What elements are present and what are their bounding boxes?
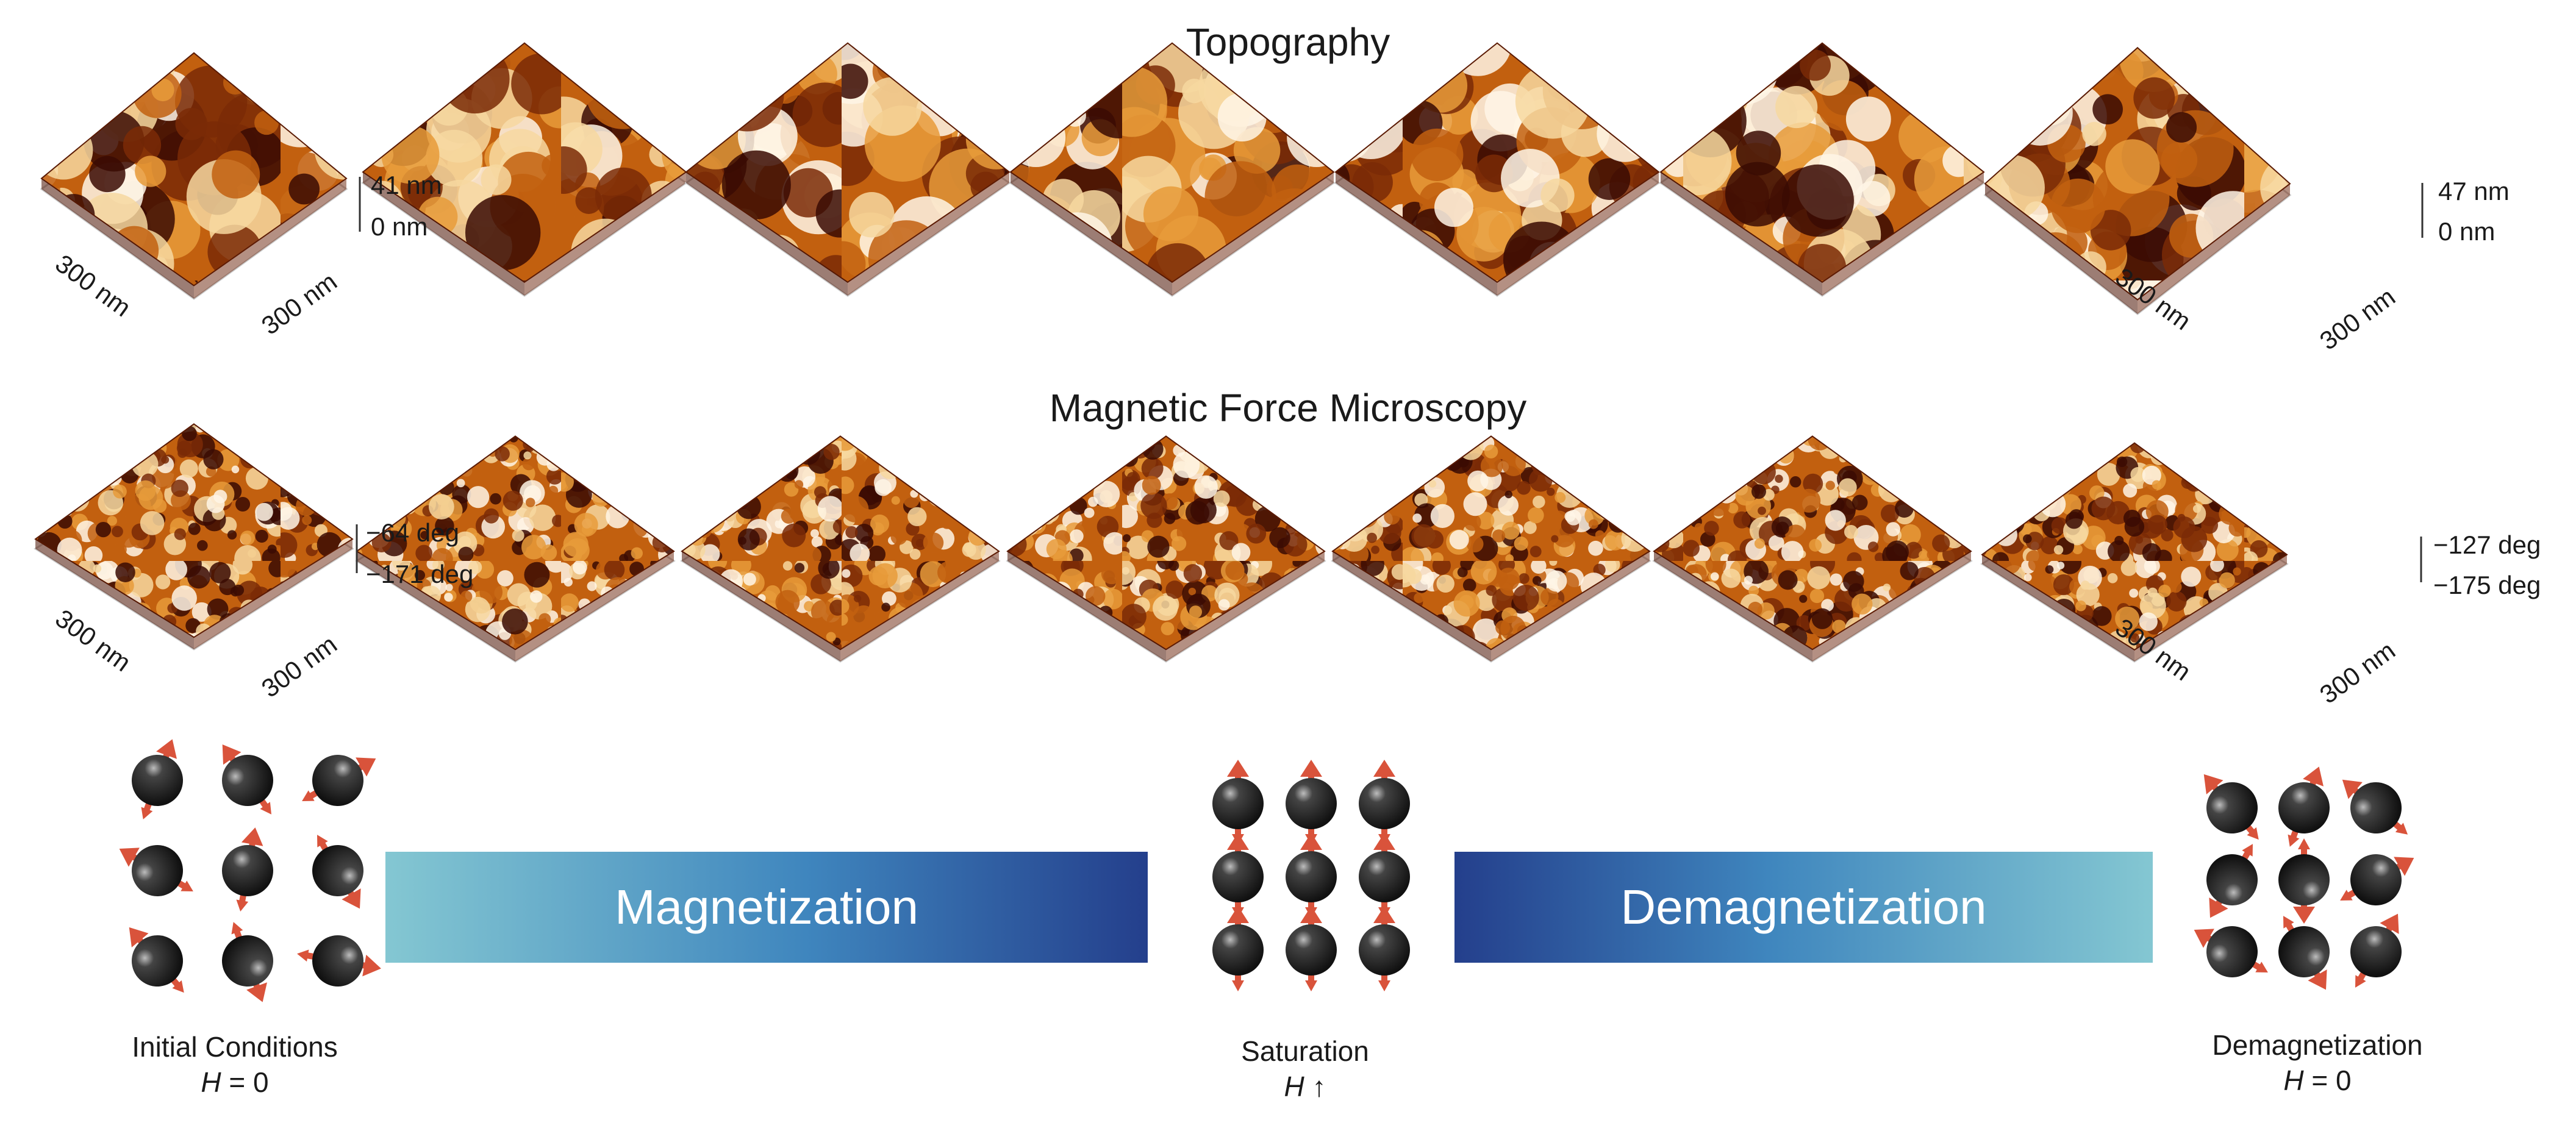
topo-left-max-label: 41 nm: [371, 171, 442, 199]
initial-conditions-caption: Initial Conditions H = 0: [76, 1029, 393, 1100]
demagnetization-label: Demagnetization: [1620, 880, 1987, 934]
spin-1-5: [222, 827, 273, 912]
mfm-panel-1: [34, 423, 354, 651]
spin-3-7: [2194, 926, 2268, 977]
saturation-field-condition: H ↑: [1284, 1071, 1326, 1102]
spin-1-9: [297, 935, 381, 987]
spin-1-4: [119, 845, 193, 896]
spin-2-9: [1359, 906, 1410, 991]
topography-panel-5: [1334, 42, 1661, 297]
mfm-right-max-label: −127 deg: [2433, 530, 2541, 559]
mfm-panel-5: [1331, 435, 1651, 663]
spin-3-1: [2203, 774, 2259, 840]
demagnetized-state-name: Demagnetization: [2212, 1029, 2423, 1061]
spin-2-2: [1286, 760, 1337, 845]
spin-3-6: [2340, 854, 2414, 905]
saturation-caption: Saturation H ↑: [1147, 1033, 1464, 1104]
mfm-panel-6: [1652, 435, 1973, 663]
spin-1-6: [312, 835, 363, 909]
spin-1-8: [222, 922, 273, 1002]
spin-1-7: [129, 927, 184, 993]
demagnetized-field-condition: H = 0: [2283, 1065, 2352, 1096]
topo-left-min-label: 0 nm: [371, 212, 428, 241]
initial-state-name: Initial Conditions: [132, 1031, 338, 1063]
spin-3-2: [2278, 766, 2330, 847]
spin-2-7: [1212, 906, 1264, 991]
mfm-title: Magnetic Force Microscopy: [1049, 386, 1527, 430]
topography-title: Topography: [1186, 20, 1390, 64]
spin-3-4: [2206, 844, 2258, 918]
spin-3-3: [2342, 779, 2408, 835]
mfm-right-min-label: −175 deg: [2433, 571, 2541, 599]
spin-2-5: [1286, 833, 1337, 918]
spin-2-4: [1212, 833, 1264, 918]
spin-3-8: [2278, 916, 2330, 990]
magnetization-label: Magnetization: [614, 880, 919, 934]
spin-3-5: [2278, 838, 2330, 924]
mfm-panel-7: [1980, 442, 2289, 663]
topography-panel-4: [1009, 42, 1336, 297]
topography-panel-7: [1983, 46, 2292, 315]
spin-1-2: [222, 744, 273, 815]
spin-1-1: [132, 739, 183, 819]
topography-panel-3: [684, 42, 1011, 297]
mfm-panel-2: [355, 435, 676, 663]
saturation-state-name: Saturation: [1241, 1035, 1369, 1067]
spin-2-6: [1359, 833, 1410, 918]
demagnetization-caption: Demagnetization H = 0: [2159, 1027, 2476, 1098]
initial-field-condition: H = 0: [201, 1066, 269, 1098]
demagnetization-bar: Demagnetization: [1454, 852, 2153, 963]
spin-2-8: [1286, 906, 1337, 991]
magnetization-bar: Magnetization: [385, 852, 1148, 963]
topography-panel-6: [1659, 42, 1986, 297]
mfm-left-min-label: −171 deg: [366, 560, 474, 588]
spin-3-9: [2350, 913, 2402, 988]
topography-panel-2: [361, 42, 688, 297]
mfm-panel-3: [680, 435, 1001, 663]
spin-1-3: [302, 755, 376, 806]
topo-right-min-label: 0 nm: [2438, 217, 2496, 246]
spin-2-3: [1359, 760, 1410, 845]
spin-2-1: [1212, 760, 1264, 845]
topography-panel-1: [40, 52, 348, 300]
topo-right-max-label: 47 nm: [2438, 177, 2510, 205]
mfm-left-max-label: −64 deg: [366, 518, 459, 547]
mfm-panel-4: [1006, 435, 1326, 663]
